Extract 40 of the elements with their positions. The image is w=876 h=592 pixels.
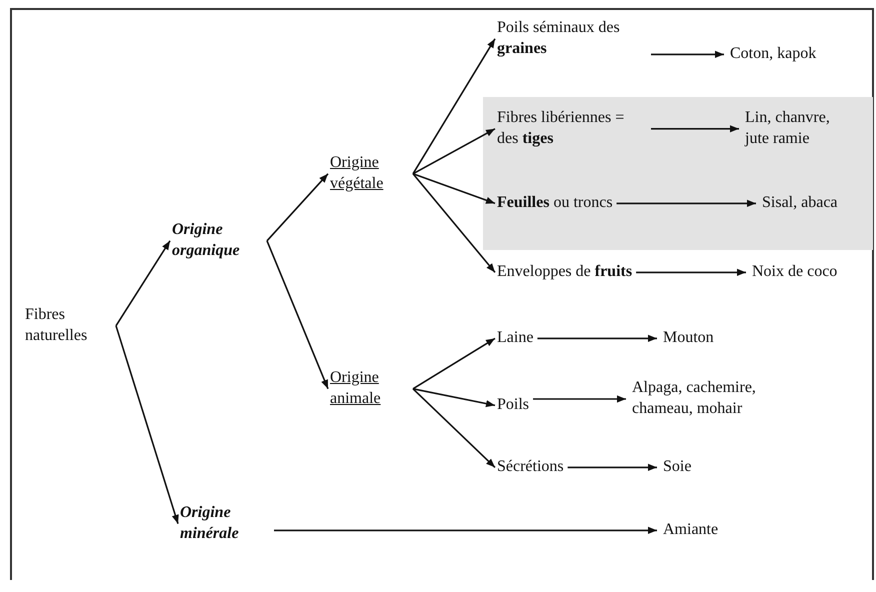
node-label: Soie: [663, 457, 692, 477]
arrow: [537, 334, 657, 342]
arrow: [412, 388, 496, 468]
arrow: [533, 395, 626, 403]
node-label: Sisal, abaca: [762, 193, 838, 213]
arrow: [412, 173, 496, 204]
node-label: Sécrétions: [497, 457, 564, 477]
node-label: Lin, chanvre, jute ramie: [745, 108, 831, 149]
node-label: Enveloppes de fruits: [497, 262, 632, 282]
node-label: Origine animale: [330, 368, 382, 409]
node-label: Origine végétale: [330, 153, 384, 194]
arrow: [266, 173, 329, 242]
arrow: [412, 338, 496, 390]
arrow: [651, 50, 724, 58]
arrow: [412, 173, 496, 273]
shaded-band: [483, 97, 873, 250]
node-label: Poils séminaux des graines: [497, 18, 621, 59]
node-label: Amiante: [663, 520, 718, 540]
arrow: [115, 240, 171, 326]
arrow: [412, 38, 496, 174]
node-label: Noix de coco: [752, 262, 838, 282]
arrow: [651, 125, 739, 132]
node-label: Mouton: [663, 328, 714, 348]
arrow: [266, 240, 329, 390]
arrow: [568, 464, 657, 471]
arrow: [636, 268, 746, 276]
arrow: [616, 200, 756, 207]
node-label: Poils: [497, 395, 530, 415]
arrow: [274, 526, 657, 534]
node-label: Fibres libériennes = des tiges: [497, 108, 626, 149]
node-label: Laine: [497, 328, 534, 348]
node-label: Coton, kapok: [730, 44, 816, 64]
arrow: [115, 326, 179, 524]
arrow: [412, 128, 496, 174]
node-label: Fibres naturelles: [25, 305, 88, 346]
node-label: Alpaga, cachemire, chameau, mohair: [632, 378, 757, 419]
node-label: Origine minérale: [180, 503, 240, 544]
node-label: Feuilles ou troncs: [497, 193, 613, 213]
node-label: Origine organique: [172, 220, 241, 261]
arrow: [412, 388, 496, 408]
